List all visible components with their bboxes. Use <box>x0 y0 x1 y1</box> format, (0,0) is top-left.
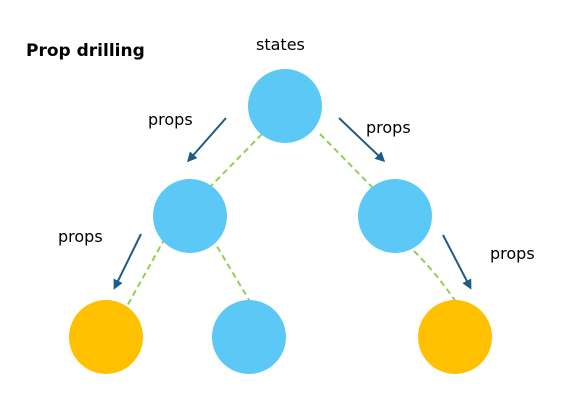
right-grandchild-node <box>418 300 492 374</box>
root-node <box>248 69 322 143</box>
right-child-node <box>358 179 432 253</box>
left-child-node <box>153 179 227 253</box>
middle-grandchild-node <box>212 300 286 374</box>
props-label-right-child: props <box>490 244 535 263</box>
diagram-title: Prop drilling <box>26 41 145 61</box>
arrow-root-to-left <box>187 117 227 163</box>
connector-right-rightgrandchild <box>413 250 459 306</box>
props-label-root-left: props <box>148 110 193 129</box>
arrow-root-to-right <box>338 117 386 163</box>
arrow-left-to-leftgrandchild <box>113 233 142 290</box>
arrows <box>113 117 472 290</box>
connector-root-left <box>206 133 263 191</box>
connectors <box>125 133 459 309</box>
props-label-root-right: props <box>366 118 411 137</box>
arrow-right-to-rightgrandchild <box>442 234 472 290</box>
left-grandchild-node <box>69 300 143 374</box>
props-label-left-child: props <box>58 227 103 246</box>
states-label: states <box>256 35 305 54</box>
nodes <box>69 69 492 374</box>
connector-left-middlegrandchild <box>211 237 253 306</box>
connector-left-leftgrandchild <box>125 237 166 309</box>
connector-root-right <box>319 133 376 191</box>
